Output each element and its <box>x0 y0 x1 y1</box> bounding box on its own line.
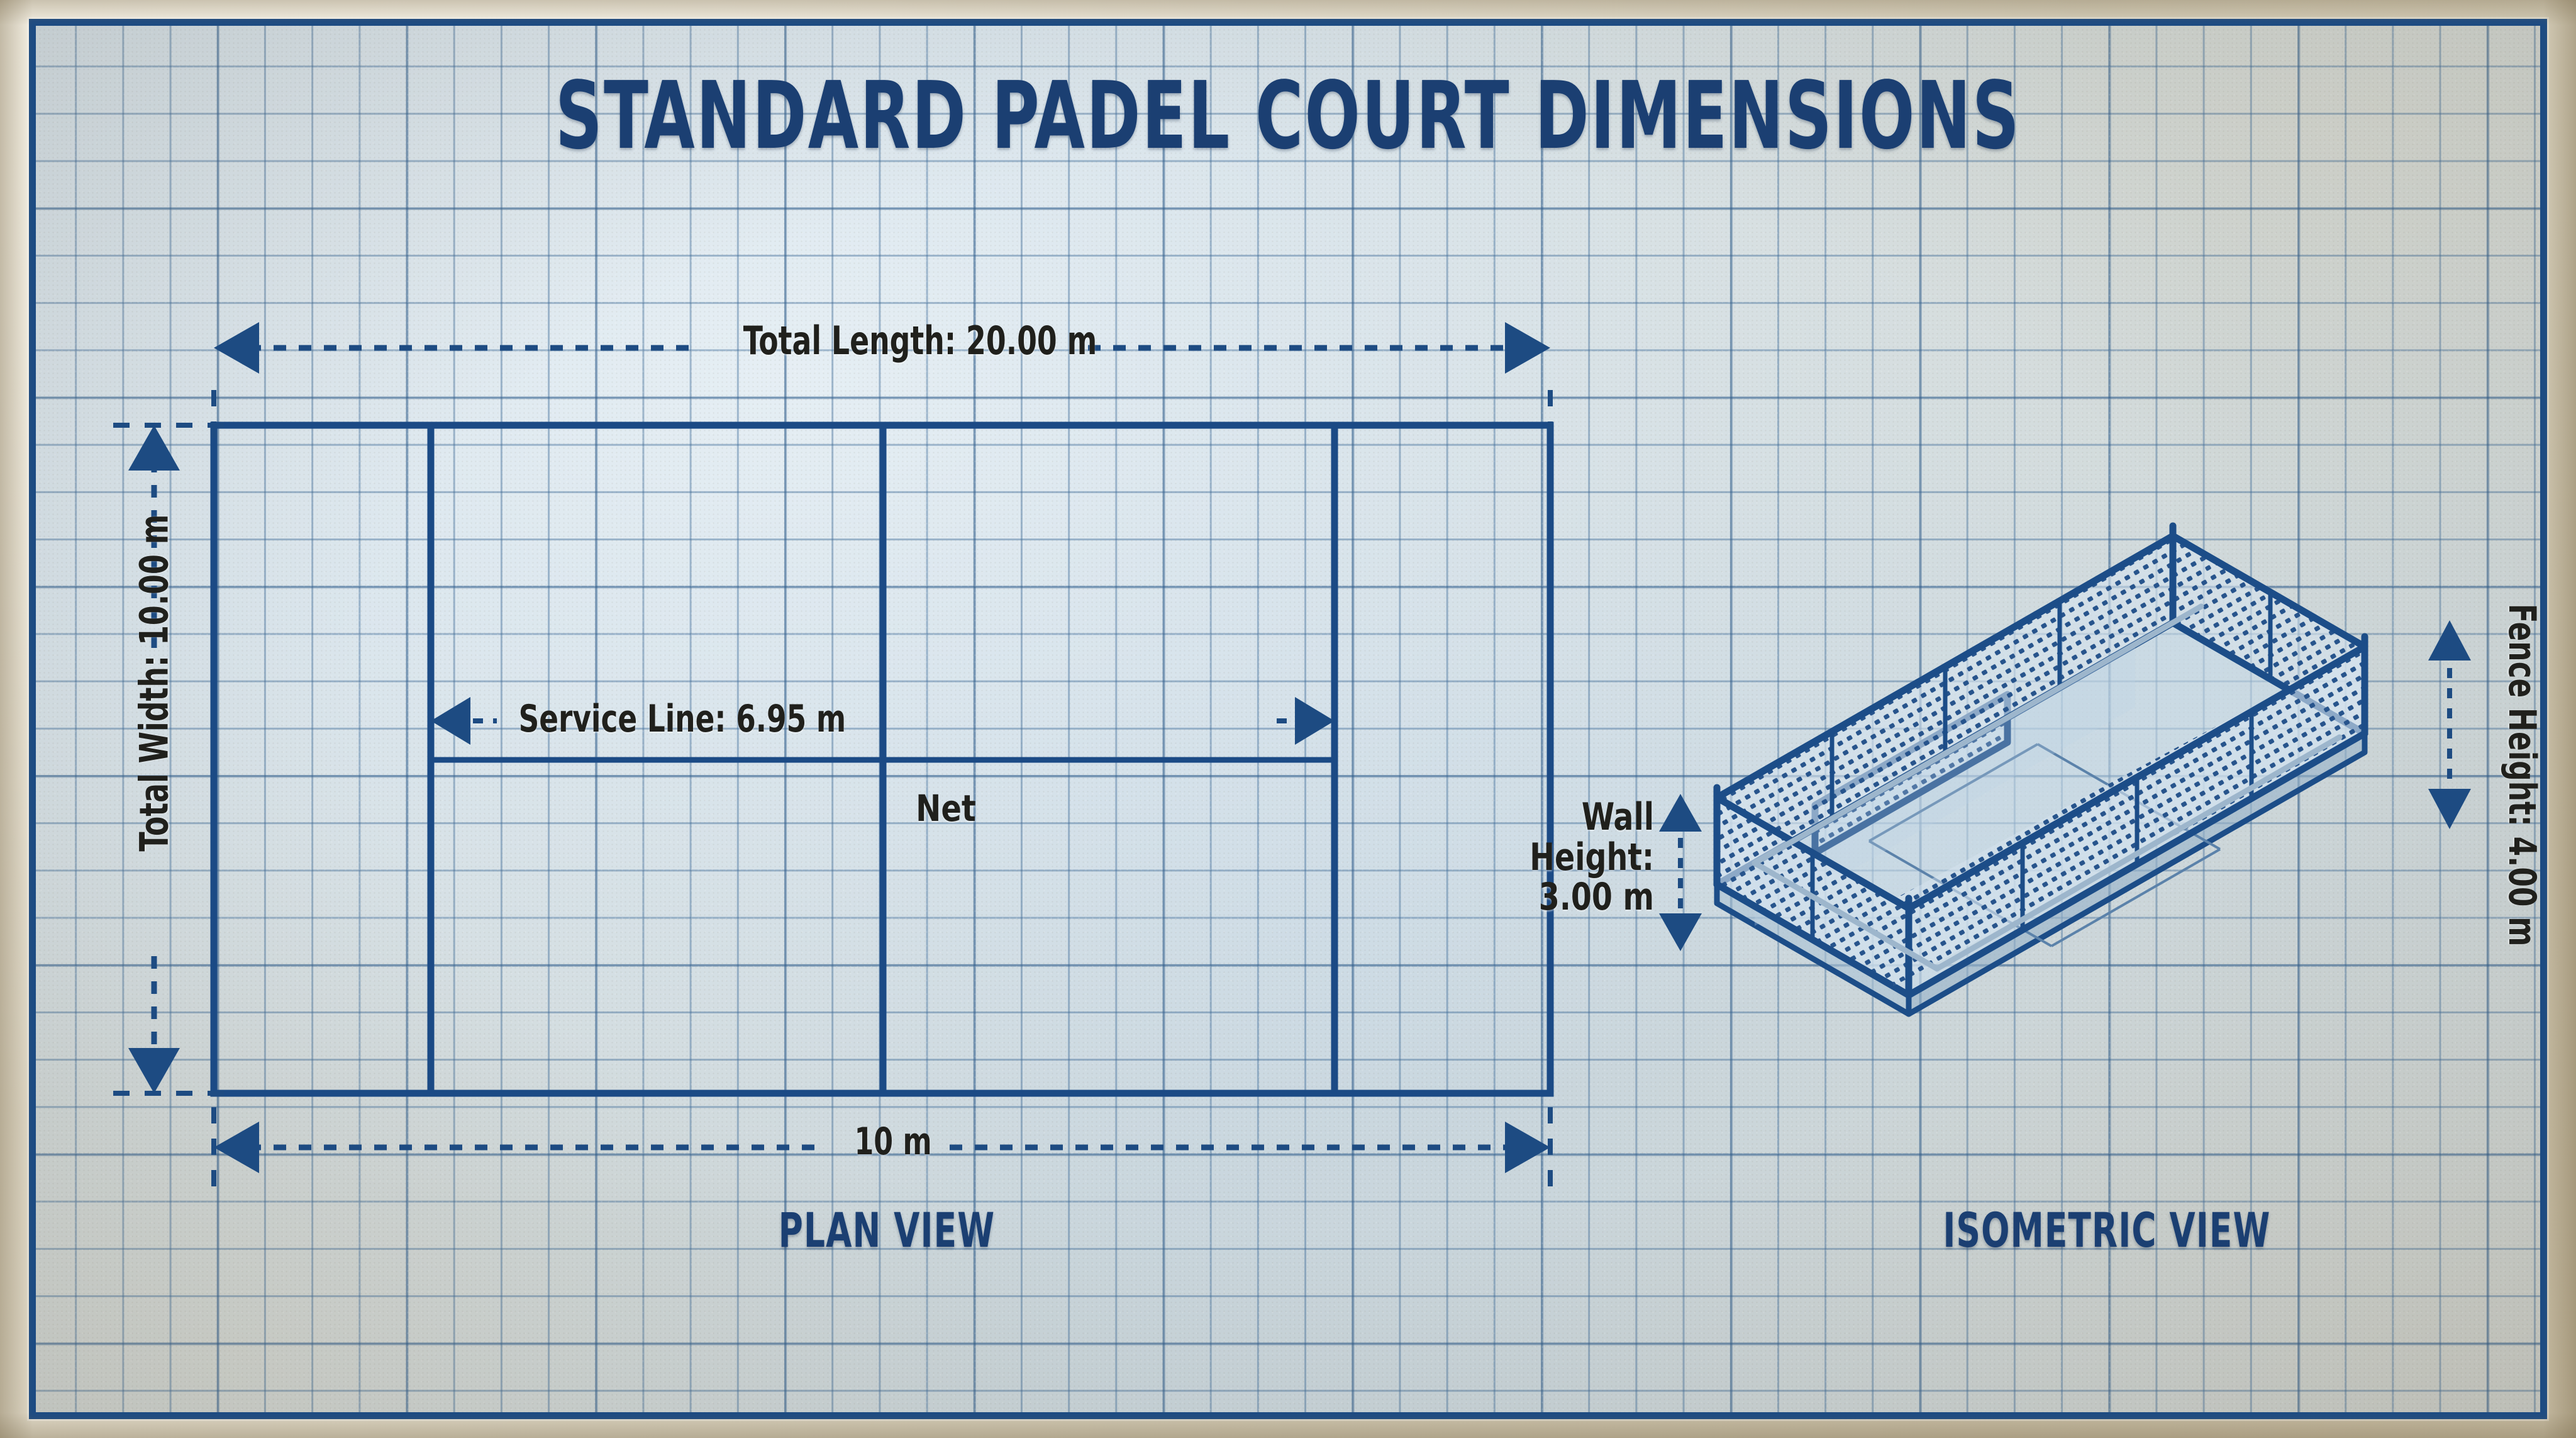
plan-view-caption: PLAN VIEW <box>778 1202 996 1258</box>
arrow-head-right-service-line <box>1295 697 1335 745</box>
iso-ghost-base-lines <box>1752 603 2343 972</box>
iso-centre-line-2 <box>2051 848 2221 947</box>
arrow-head-up-wall-height <box>1659 794 1702 832</box>
page-title: STANDARD PADEL COURT DIMENSIONS <box>555 62 2021 170</box>
iso-top-rails <box>1713 532 2368 912</box>
arrow-head-down-wall-height <box>1659 913 1702 951</box>
label-total-length: Total Length: 20.00 m <box>743 318 1097 364</box>
label-wall-height: Wall Height: 3.00 m <box>1466 795 1654 920</box>
arrow-head-left-bottom-width <box>214 1122 259 1173</box>
arrow-head-up-fence-height <box>2428 620 2471 660</box>
arrow-head-right-total-length <box>1505 322 1550 374</box>
label-net: Net <box>916 787 976 830</box>
far-left-glass-panel <box>1755 644 2135 926</box>
isometric-view-caption: ISOMETRIC VIEW <box>1943 1202 2271 1258</box>
arrow-head-left-service-line <box>431 697 470 745</box>
arrow-head-left-total-length <box>214 322 259 374</box>
label-wall-height-line3: 3.00 m <box>1538 875 1654 920</box>
label-wall-height-line1: Wall <box>1581 795 1654 839</box>
arrow-head-down-fence-height <box>2428 789 2471 829</box>
arrow-head-top-total-width <box>128 425 180 471</box>
near-right-posts <box>2020 710 2254 932</box>
label-wall-height-line2: Height: <box>1530 835 1654 879</box>
label-bottom-width: 10 m <box>854 1120 932 1164</box>
label-fence-height: Fence Height: 4.00 m <box>2500 603 2544 947</box>
arrow-head-bottom-total-width <box>128 1048 180 1093</box>
far-left-posts <box>1829 599 2062 821</box>
iso-centre-line <box>1868 743 2038 842</box>
label-service-line: Service Line: 6.95 m <box>518 697 847 741</box>
arrow-head-right-bottom-width <box>1505 1122 1550 1173</box>
